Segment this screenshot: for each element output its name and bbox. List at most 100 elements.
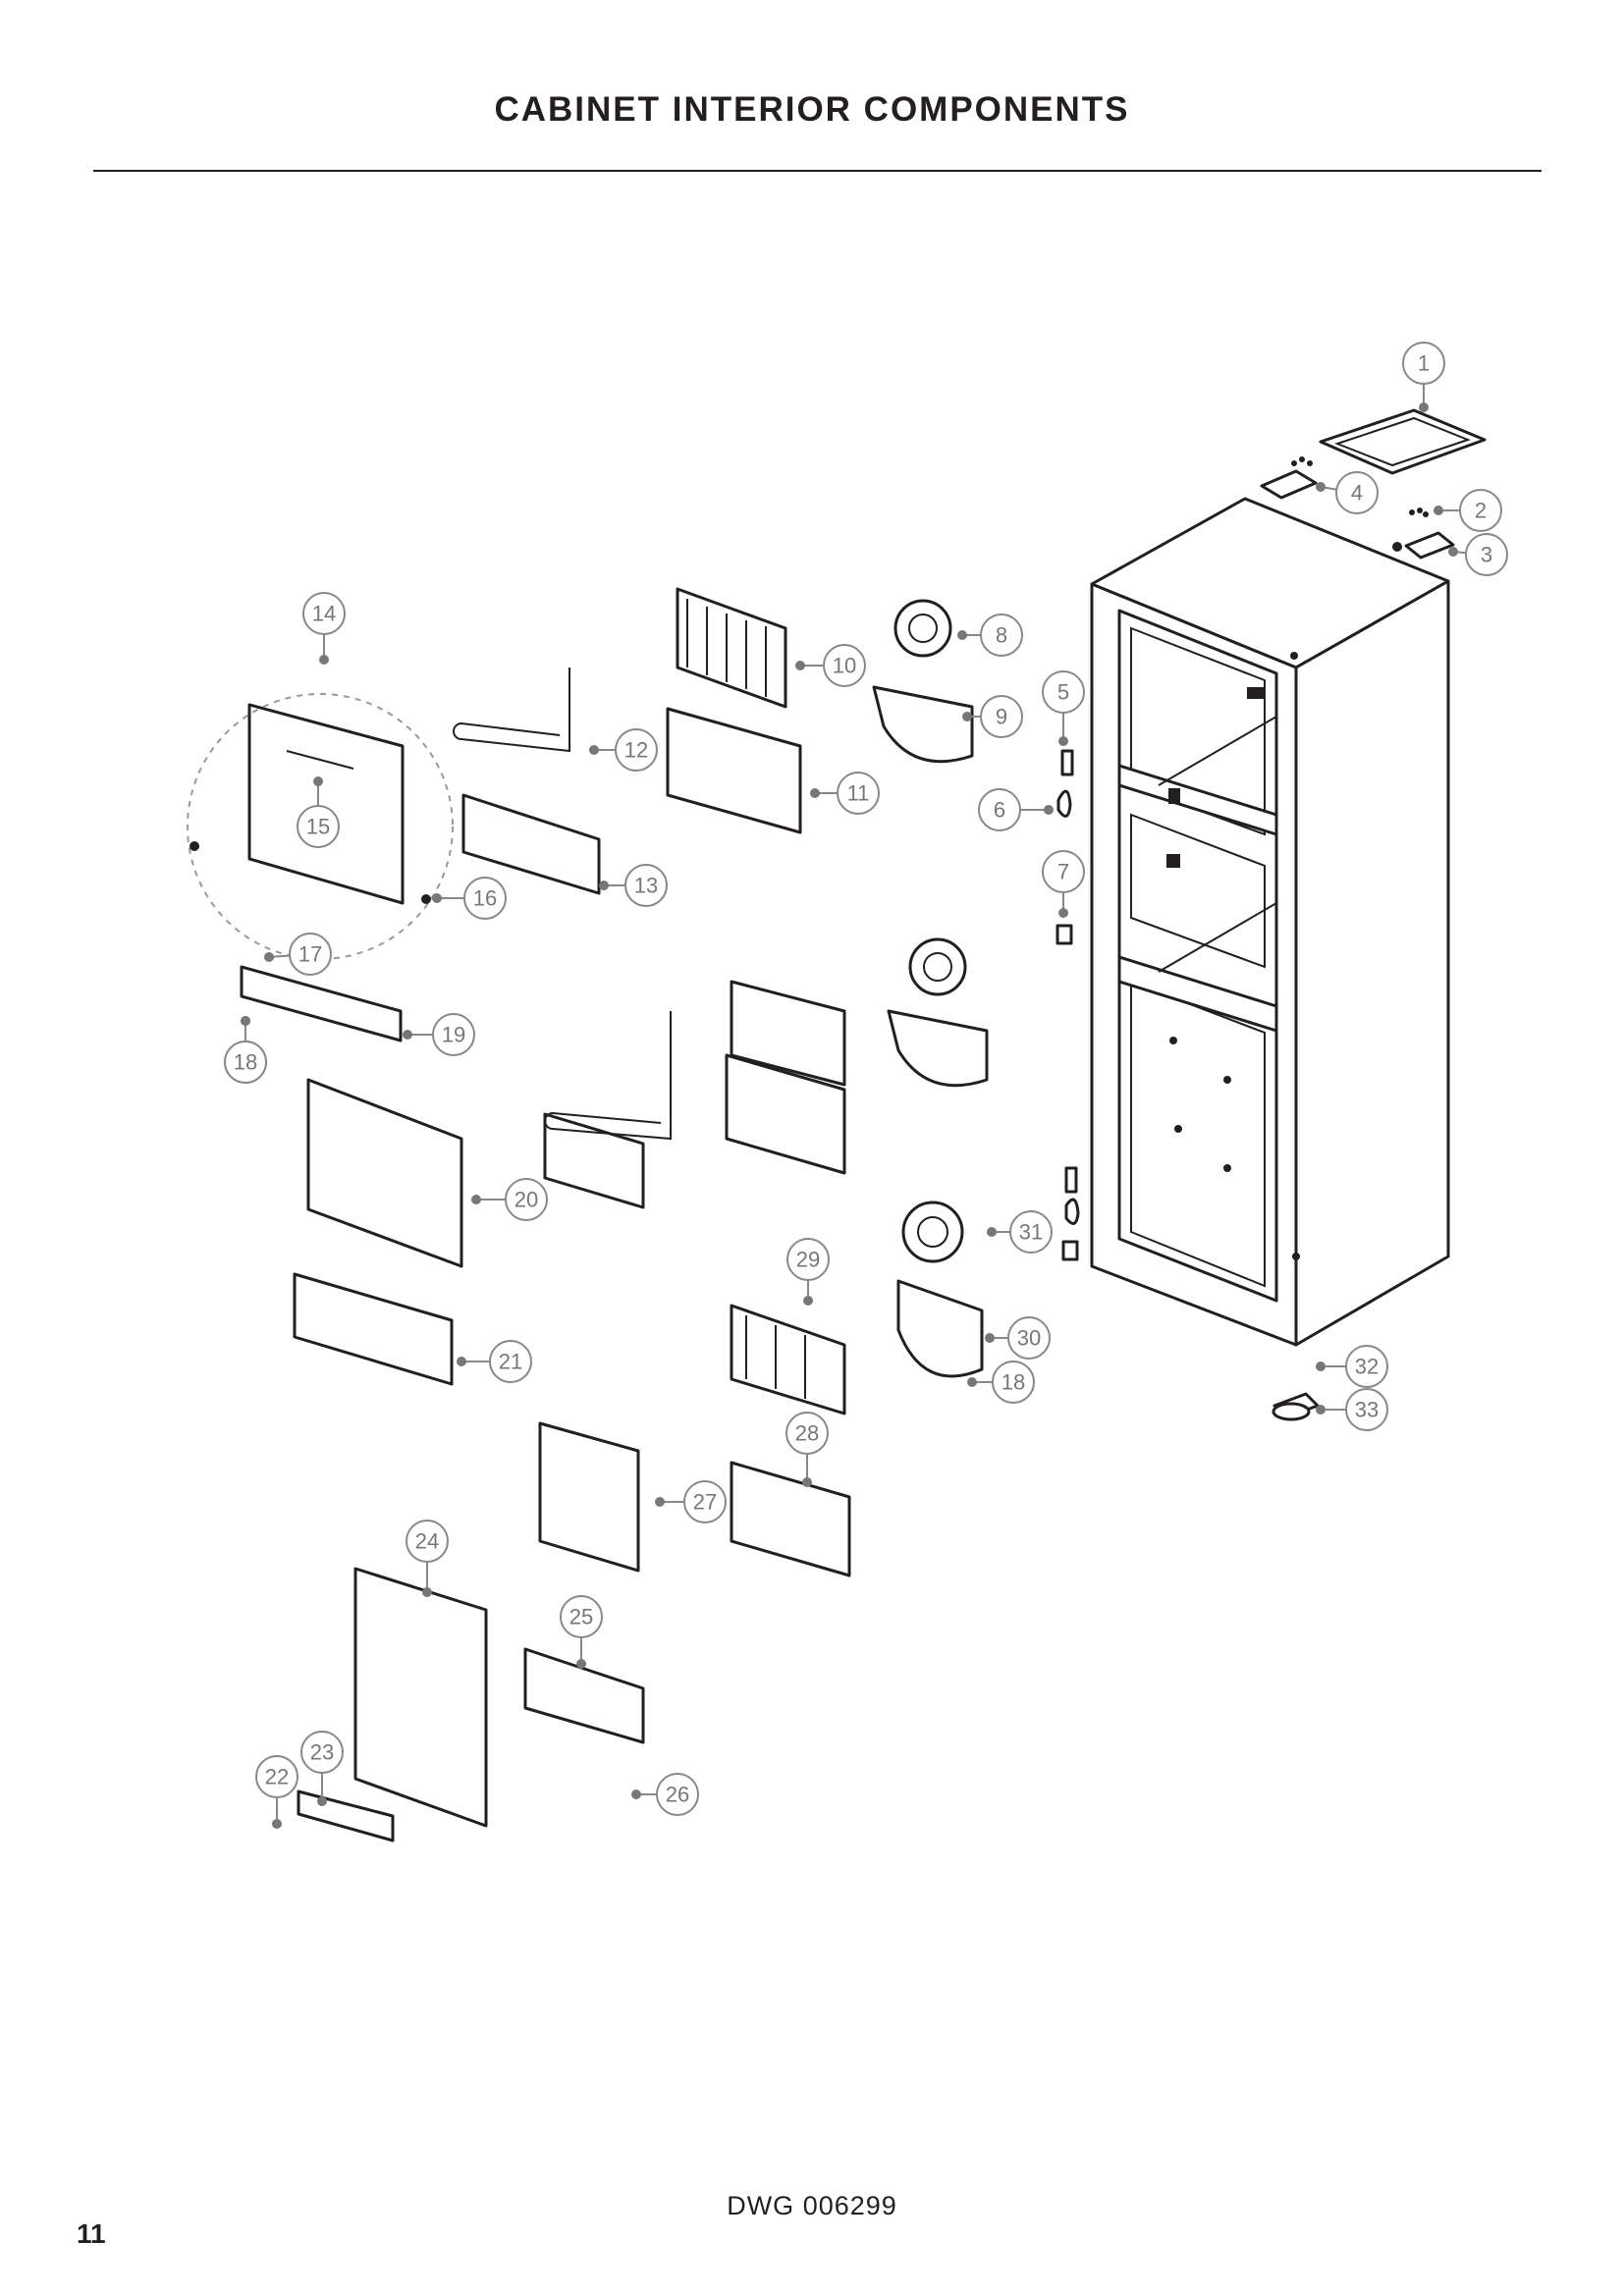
callout-18: 18 <box>967 1361 1035 1404</box>
callout-dot <box>987 1227 997 1237</box>
callout-ring <box>624 864 668 907</box>
callout-ring <box>1465 533 1508 576</box>
callout-31: 31 <box>987 1210 1053 1254</box>
callout-3: 3 <box>1448 533 1508 576</box>
callout-number: 22 <box>265 1765 289 1789</box>
callout-dot <box>1316 1362 1326 1371</box>
callout-number: 8 <box>996 623 1007 648</box>
drawing-number: DWG 006299 <box>727 2191 897 2220</box>
callout-number: 20 <box>514 1188 538 1212</box>
callout-group: 1234567891011121314151617181918202122232… <box>224 342 1508 1829</box>
callout-number: 30 <box>1017 1326 1041 1351</box>
callout-ring <box>683 1480 727 1523</box>
page-number: 11 <box>77 2218 106 2249</box>
callout-ring <box>992 1361 1035 1404</box>
callout-ring <box>786 1238 830 1281</box>
callout-ring <box>1042 850 1085 893</box>
callout-dot <box>1316 482 1326 492</box>
callout-dot <box>319 655 329 665</box>
callout-dot <box>967 1377 977 1387</box>
callout-dot <box>1448 547 1458 557</box>
callout-dot <box>1316 1405 1326 1415</box>
callout-dot <box>576 1659 586 1669</box>
callout-10: 10 <box>795 644 866 687</box>
callout-number: 12 <box>624 738 648 763</box>
callout-ring <box>289 933 332 976</box>
left-panels <box>240 965 846 1386</box>
callout-number: 21 <box>499 1350 522 1374</box>
callout-27: 27 <box>655 1480 727 1523</box>
callout-ring <box>432 1013 475 1056</box>
callout-dot <box>985 1333 995 1343</box>
callout-18: 18 <box>224 1016 267 1084</box>
callout-number: 10 <box>833 654 856 678</box>
callout-ring <box>463 877 507 920</box>
callout-number: 5 <box>1057 680 1069 705</box>
callout-ring <box>255 1755 298 1798</box>
cabinet-body <box>1090 497 1450 1347</box>
callout-dot <box>422 1587 432 1597</box>
callout-30: 30 <box>985 1316 1051 1360</box>
callout-number: 7 <box>1057 860 1069 884</box>
callout-number: 24 <box>415 1529 439 1554</box>
callout-dot <box>317 1796 327 1806</box>
callout-number: 29 <box>796 1248 820 1272</box>
callout-dot <box>241 1016 250 1026</box>
callout-26: 26 <box>631 1773 699 1816</box>
callout-dot <box>1434 506 1443 515</box>
callout-ring <box>560 1595 603 1638</box>
callout-ring <box>1007 1316 1051 1360</box>
upper-fans <box>872 599 989 1088</box>
callout-number: 11 <box>847 781 870 806</box>
callout-ring <box>297 805 340 848</box>
callout-dot <box>589 745 599 755</box>
callout-7: 7 <box>1042 850 1085 918</box>
title-rule <box>93 170 1542 172</box>
callout-number: 15 <box>306 815 330 839</box>
callout-1: 1 <box>1402 342 1445 412</box>
lower-fan-and-evaporator <box>297 1201 1320 1842</box>
callout-number: 14 <box>312 602 336 626</box>
callout-number: 26 <box>666 1783 689 1807</box>
callout-ring <box>1402 342 1445 385</box>
callout-22: 22 <box>255 1755 298 1829</box>
upper-evaporator <box>666 587 802 834</box>
callout-21: 21 <box>457 1340 532 1383</box>
callout-14: 14 <box>302 592 346 665</box>
callout-dot <box>457 1357 466 1366</box>
callout-ring <box>785 1412 829 1455</box>
callout-number: 23 <box>310 1740 334 1765</box>
small-switch-parts <box>1056 749 1080 1261</box>
callout-dot <box>803 1296 813 1306</box>
callout-number: 33 <box>1355 1398 1379 1422</box>
callout-dot <box>1419 402 1429 412</box>
top-cover-plate <box>1319 408 1487 475</box>
callout-25: 25 <box>560 1595 603 1669</box>
callout-15: 15 <box>297 776 340 848</box>
callout-dot <box>962 712 972 721</box>
callout-ring <box>224 1041 267 1084</box>
callout-dot <box>432 893 442 903</box>
callout-ring <box>615 728 658 772</box>
callout-dot <box>403 1030 412 1040</box>
callout-number: 32 <box>1355 1355 1379 1379</box>
callout-ring <box>300 1731 344 1774</box>
callout-number: 25 <box>569 1605 593 1629</box>
callout-number: 19 <box>442 1023 465 1047</box>
callout-ring <box>980 614 1023 657</box>
callout-2: 2 <box>1434 489 1502 532</box>
callout-number: 2 <box>1475 499 1487 523</box>
callout-number: 1 <box>1418 351 1430 376</box>
callout-24: 24 <box>406 1520 449 1597</box>
callout-20: 20 <box>471 1178 548 1221</box>
callout-dot <box>272 1819 282 1829</box>
upper-heater-and-cover <box>187 667 601 960</box>
callout-dot <box>599 881 609 890</box>
callout-number: 6 <box>994 798 1005 823</box>
callout-dot <box>631 1789 641 1799</box>
callout-9: 9 <box>962 695 1023 738</box>
callout-6: 6 <box>978 788 1054 831</box>
callout-dot <box>957 630 967 640</box>
callout-5: 5 <box>1042 670 1085 746</box>
